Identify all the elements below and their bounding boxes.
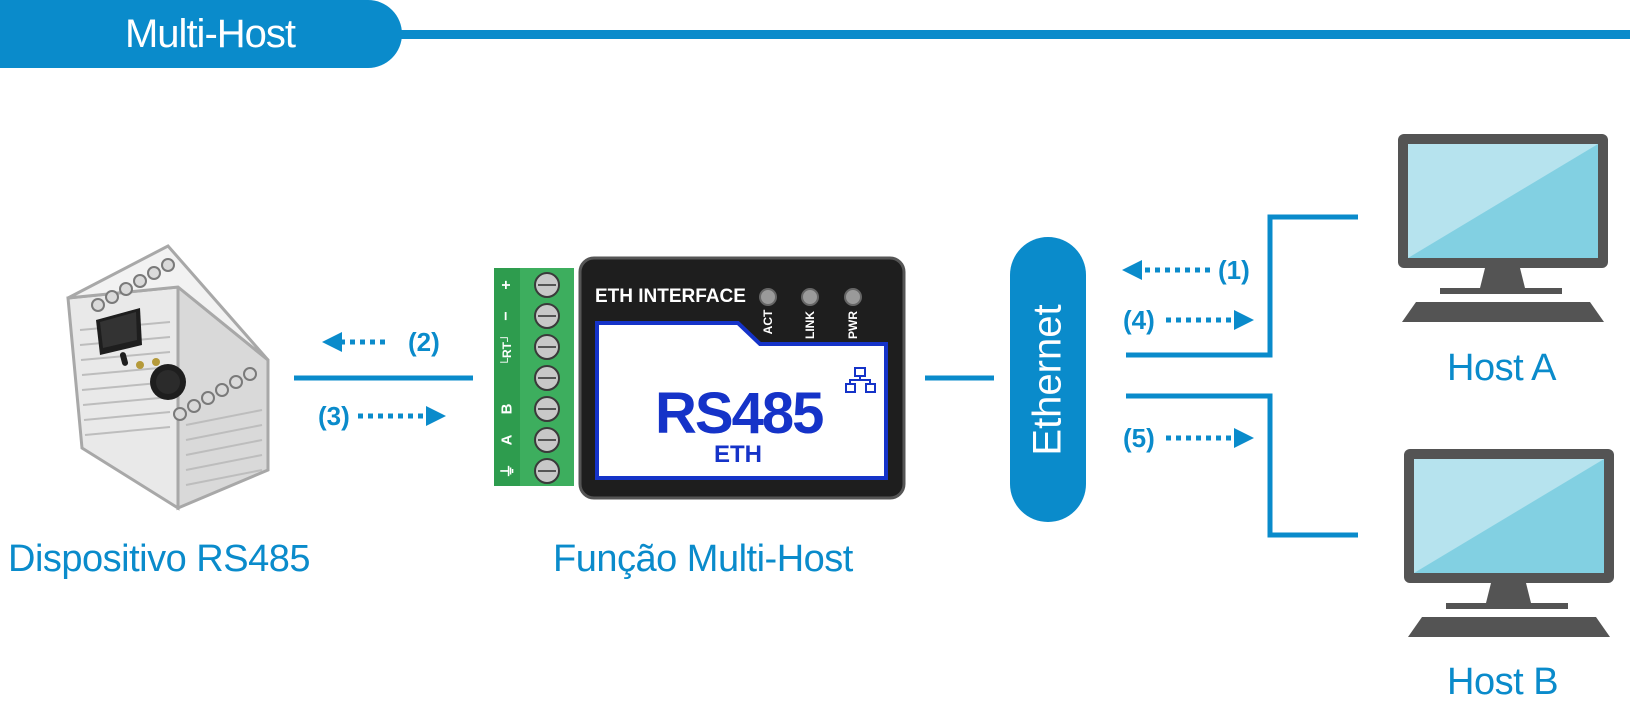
converter-caption: Função Multi-Host [553, 538, 853, 580]
header-pill [0, 0, 402, 68]
rs485-device-caption: Dispositivo RS485 [8, 538, 310, 580]
product-name: RS485 [655, 381, 824, 446]
host-b-caption: Host B [1447, 661, 1559, 703]
link-host-b [1126, 393, 1358, 538]
step-label-3: (3) [318, 401, 350, 431]
ethernet-label: Ethernet [1025, 304, 1070, 456]
led-label-act: ACT [761, 309, 775, 335]
header-rule [390, 30, 1630, 39]
terminal-label-a: A [498, 434, 516, 446]
product-sub: ETH [714, 441, 762, 468]
terminal-label-ground: ⏚ [499, 463, 517, 479]
link-host-a [1126, 214, 1358, 358]
rs485-device-icon [66, 244, 270, 511]
step-label-4: (4) [1123, 305, 1155, 335]
network-icon [845, 367, 876, 393]
host-a-monitor-icon [1398, 134, 1608, 322]
step-label-1: (1) [1218, 255, 1250, 285]
terminal-label-b: B [498, 403, 516, 415]
step-label-5: (5) [1123, 423, 1155, 453]
led-label-link: LINK [803, 311, 817, 339]
converter-module-icon [494, 256, 906, 500]
converter-panel-label: ETH INTERFACE [595, 286, 746, 307]
terminal-label-minus: − [498, 311, 515, 321]
led-label-pwr: PWR [846, 311, 860, 339]
terminal-label-rt: └RT┘ [500, 333, 514, 367]
page-title: Multi-Host [124, 12, 296, 56]
ethernet-node [1010, 237, 1086, 522]
terminal-label-plus: + [498, 280, 515, 290]
host-b-monitor-icon [1404, 449, 1614, 637]
step-label-2: (2) [408, 327, 440, 357]
host-a-caption: Host A [1447, 347, 1556, 389]
